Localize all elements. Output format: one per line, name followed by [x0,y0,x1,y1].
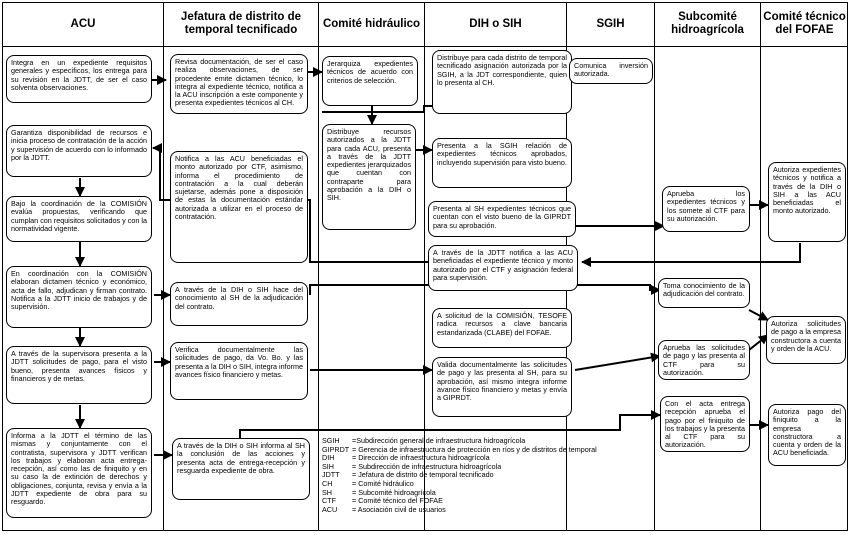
column-divider [163,2,164,531]
step-jdt-3: A través de la DIH o SIH hace del conoci… [170,282,308,326]
legend-row: JDTT= Jefatura de distrito de temporal t… [322,470,494,480]
step-acu-3: Bajo la coordinación de la COMISIÓN eval… [6,196,152,242]
column-divider [760,2,761,531]
step-ctf-1: Autoriza expedientes técnicos y notifica… [768,162,846,242]
step-sh-1: Aprueba los expedientes técnicos y los s… [662,186,750,232]
column-header-jdt: Jefatura de distrito de temporal tecnifi… [180,11,302,36]
step-jdt-2: Notifica a las ACU beneficiadas el monto… [170,151,308,263]
step-dih-4: A través de la JDTT notifica a las ACU b… [428,245,578,291]
legend-row: SGIH=Subdirección general de infraestruc… [322,436,526,445]
step-sgih-1: Comunica inversión autorizada. [569,58,653,84]
legend-row: SH= Subcomité hidroagrícola [322,487,436,497]
abbreviation-legend: SGIH=Subdirección general de infraestruc… [322,436,652,514]
step-sh-3: Aprueba las solicitudes de pago y las pr… [658,340,750,380]
column-header-ch: Comité hidráulico [322,17,421,30]
legend-row: CTF= Comité técnico del FOFAE [322,496,443,506]
column-header-sgih: SGIH [596,17,625,30]
step-acu-5: A través de la supervisora presenta a la… [6,346,152,404]
header-divider [2,46,848,47]
step-acu-2: Garantiza disponibilidad de recursos e i… [6,125,152,177]
step-jdt-1: Revisa documentación, de ser el caso rea… [170,54,308,114]
step-jdt-4: Verifica documentalmente las solicitudes… [170,342,308,400]
column-header-dih: DIH o SIH [469,17,522,30]
step-ch-2: Distribuye recursos autorizados a la JDT… [322,124,416,230]
step-sh-4: Con el acta entrega recepción aprueba el… [660,396,750,452]
column-header-ctf: Comité técnico del FOFAE [763,11,846,36]
column-divider [318,2,319,531]
step-dih-6: Valida documentalmente las solicitudes d… [432,357,572,417]
step-ctf-2: Autoriza solicitudes de pago a la empres… [766,316,846,364]
step-dih-5: A solicitud de la COMISIÓN, TESOFE radic… [432,308,572,348]
legend-row: DIH= Dirección de infraestructura hidroa… [322,453,490,463]
step-ch-1: Jerarquiza expedientes técnicos de acuer… [322,56,418,106]
legend-row: GIPRDT= Gerencia de infraestructura de p… [322,444,597,454]
step-dih-3: Presenta al SH expedientes técnicos que … [428,201,576,237]
step-ctf-3: Autoriza pago del finiquito a la empresa… [768,404,846,466]
legend-row: ACU= Asociación civil de usuarios [322,504,446,514]
step-dih-2: Presenta a la SGIH relación de expedient… [432,138,572,188]
column-divider [424,2,425,531]
step-acu-6: Informa a la JDTT el término de las mism… [6,428,152,518]
step-acu-1: Integra en un expediente requisitos gene… [6,55,152,103]
legend-row: CH= Comité hidráulico [322,478,414,488]
column-divider [654,2,655,531]
step-sh-2: Toma conocimiento de la adjudicación del… [658,278,750,308]
step-dih-1: Distribuye para cada distrito de tempora… [432,50,572,114]
legend-row: SIH= Subdirección de infraestructura hid… [322,461,502,471]
column-header-sh: Subcomité hidroagrícola [671,11,744,36]
column-header-acu: ACU [70,17,96,30]
step-acu-4: En coordinación con la COMISIÓN elaboran… [6,266,152,328]
step-jdt-5: A través de la DIH o SIH informa al SH l… [172,438,310,500]
